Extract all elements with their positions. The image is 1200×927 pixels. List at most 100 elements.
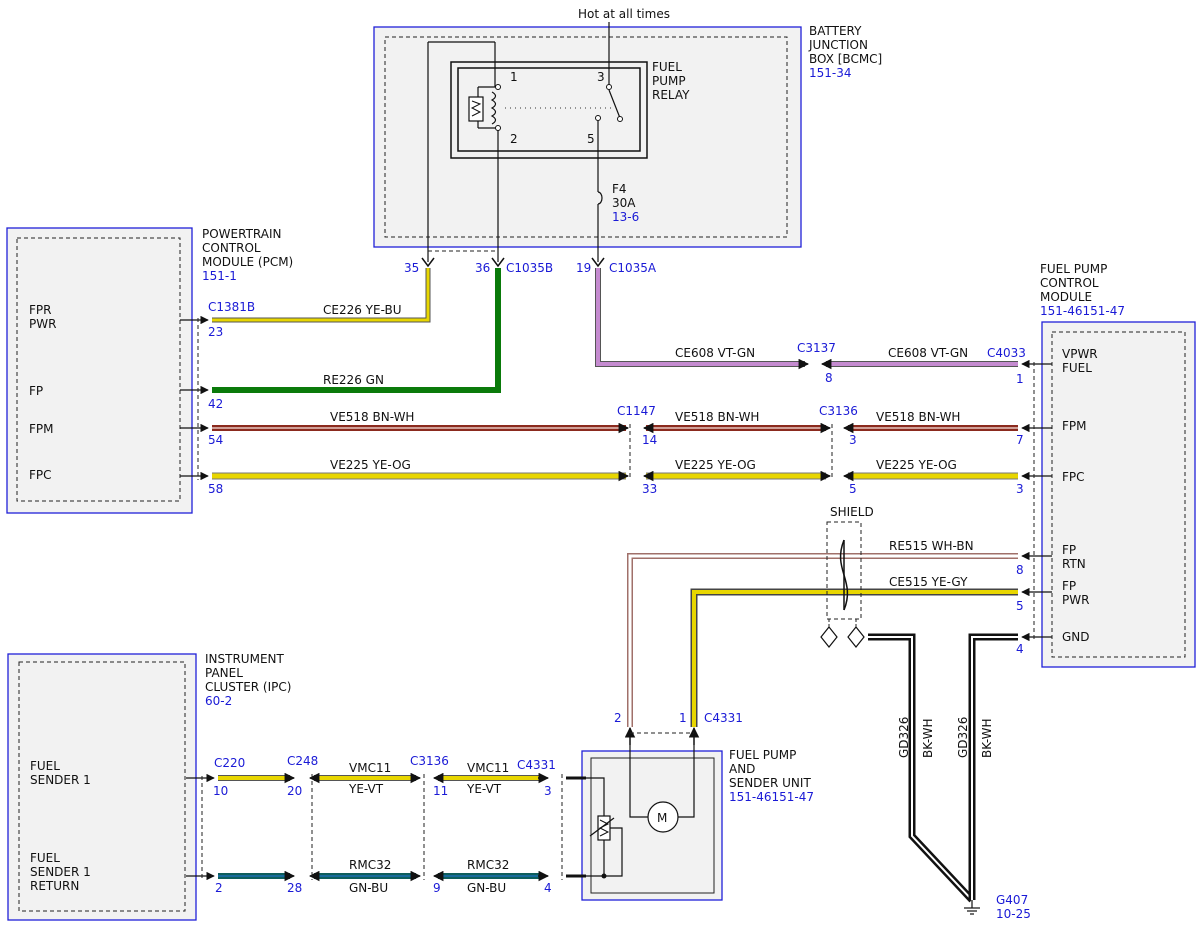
ipc-pin-s1r-label-1: FUEL <box>30 851 60 865</box>
connector-c3136-ipc-label: C3136 <box>410 754 449 768</box>
relay-name-2: PUMP <box>652 74 686 88</box>
ipc-pin-s1-label-1: FUEL <box>30 759 60 773</box>
wire-label-bkwh-b: BK-WH <box>980 718 994 758</box>
ipc-name-2: PANEL <box>205 666 243 680</box>
wire-ce226 <box>212 268 431 323</box>
fpcm-pin-4: 4 <box>1016 642 1024 656</box>
fpcm-pin-7: 7 <box>1016 433 1024 447</box>
fpsu-name-3: SENDER UNIT <box>729 776 811 790</box>
pcm-name-3: MODULE (PCM) <box>202 255 293 269</box>
pcm-pin-fpr-label-2: PWR <box>29 317 56 331</box>
fpsu-name-2: AND <box>729 762 755 776</box>
pcm-pin-54: 54 <box>208 433 223 447</box>
fpcm-pin-fppwr-label-1: FP <box>1062 579 1076 593</box>
connector-c248 <box>284 772 320 882</box>
fpcm-pin-fpc-label: FPC <box>1062 470 1085 484</box>
connector-c1147 <box>618 422 654 482</box>
connector-c3137-label: C3137 <box>797 341 836 355</box>
c1147-pin-33: 33 <box>642 482 657 496</box>
connector-c4033: C4033 <box>987 346 1026 360</box>
connector-c1147-label: C1147 <box>617 404 656 418</box>
ipc-pin-s1-label-2: SENDER 1 <box>30 773 91 787</box>
pcm-terminals <box>180 315 209 481</box>
c248-pin-20: 20 <box>287 784 302 798</box>
ipc-pin-2: 2 <box>215 881 223 895</box>
fpcm-ref: 151-46151-47 <box>1040 304 1125 318</box>
pcm-pin-58: 58 <box>208 482 223 496</box>
wire-label-vmc11-a: VMC11 <box>349 761 391 775</box>
connector-c4331-top <box>624 726 700 745</box>
fpcm-name-2: CONTROL <box>1040 276 1099 290</box>
bjb-pin-36: 36 <box>475 261 490 275</box>
fpcm-terminals <box>1021 359 1052 642</box>
fpcm-pin-5: 5 <box>1016 599 1024 613</box>
c4331-pin-3: 3 <box>544 784 552 798</box>
connector-c220-label: C220 <box>214 756 245 770</box>
fpsu-pin-2: 2 <box>614 711 622 725</box>
pcm-pin-fpr-label-1: FPR <box>29 303 51 317</box>
c3136-ipc-pin-9: 9 <box>433 881 441 895</box>
wire-label-re226: RE226 GN <box>323 373 384 387</box>
relay-pin-1: 1 <box>510 70 518 84</box>
ipc-terminals <box>186 773 215 881</box>
fpcm-name-3: MODULE <box>1040 290 1092 304</box>
pcm-pin-fp-label: FP <box>29 384 43 398</box>
fpcm-pin-fpm-label: FPM <box>1062 419 1087 433</box>
fuse-name: F4 <box>612 182 627 196</box>
wire-label-ce608-b: CE608 VT-GN <box>888 346 968 360</box>
wire-label-ve225-a: VE225 YE-OG <box>330 458 411 472</box>
ipc-pin-s1r-label-2: SENDER 1 <box>30 865 91 879</box>
c3137-pin-8: 8 <box>825 371 833 385</box>
wire-label-ye-vt-a: YE-VT <box>348 782 384 796</box>
connector-c248-label: C248 <box>287 754 318 768</box>
connector-c1035b: C1035B <box>506 261 553 275</box>
connector-c3136-label: C3136 <box>819 404 858 418</box>
fpcm-pin-fppwr-label-2: PWR <box>1062 593 1089 607</box>
wire-label-gd326-a: GD326 <box>897 717 911 758</box>
connector-c3136 <box>820 422 854 482</box>
wire-label-gd326-b: GD326 <box>956 717 970 758</box>
pcm-name-2: CONTROL <box>202 241 261 255</box>
bjb-name-2: JUNCTION <box>808 38 868 52</box>
ground-symbol-icon <box>964 900 980 915</box>
ipc-name-1: INSTRUMENT <box>205 652 284 666</box>
ground-name: G407 <box>996 893 1028 907</box>
wire-label-ce515: CE515 YE-GY <box>889 575 968 589</box>
fpcm-pin-1: 1 <box>1016 372 1024 386</box>
ground-ref: 10-25 <box>996 907 1031 921</box>
wire-label-ve225-b: VE225 YE-OG <box>675 458 756 472</box>
fuse-ref: 13-6 <box>612 210 639 224</box>
relay-pin-5: 5 <box>587 132 595 146</box>
c3136-pin-5: 5 <box>849 482 857 496</box>
ipc-ref: 60-2 <box>205 694 232 708</box>
wire-label-ve225-c: VE225 YE-OG <box>876 458 957 472</box>
ipc-name-3: CLUSTER (IPC) <box>205 680 291 694</box>
ipc-pin-10: 10 <box>213 784 228 798</box>
wire-label-rmc32-b: RMC32 <box>467 858 509 872</box>
fpsu-pin-1: 1 <box>679 711 687 725</box>
pcm-pin-23: 23 <box>208 325 223 339</box>
fuel-pump-relay: 1 2 3 5 FUEL PUMP RELAY <box>427 22 690 262</box>
fpcm-pin-8: 8 <box>1016 563 1024 577</box>
wire-label-re515: RE515 WH-BN <box>889 539 974 553</box>
c3136-pin-3: 3 <box>849 433 857 447</box>
connector-c1381b: C1381B <box>208 300 255 314</box>
wire-label-gn-bu-a: GN-BU <box>349 881 388 895</box>
c4331-pin-4: 4 <box>544 881 552 895</box>
wire-re226 <box>212 268 501 393</box>
fpcm-name-1: FUEL PUMP <box>1040 262 1107 276</box>
c3136-ipc-pin-11: 11 <box>433 784 448 798</box>
wire-label-ve518-c: VE518 BN-WH <box>876 410 960 424</box>
connector-c1035a: C1035A <box>609 261 657 275</box>
wire-label-ye-vt-b: YE-VT <box>466 782 502 796</box>
connector-c4331-side-label: C4331 <box>517 758 556 772</box>
wire-re515 <box>627 553 1018 727</box>
fpcm-pin-3: 3 <box>1016 482 1024 496</box>
motor-label: M <box>657 811 667 825</box>
ipc-module <box>7 653 197 921</box>
pcm-pin-fpm-label: FPM <box>29 422 54 436</box>
wire-ce608 <box>595 268 1018 367</box>
wire-label-ce226: CE226 YE-BU <box>323 303 402 317</box>
fpcm-module <box>1041 321 1196 668</box>
